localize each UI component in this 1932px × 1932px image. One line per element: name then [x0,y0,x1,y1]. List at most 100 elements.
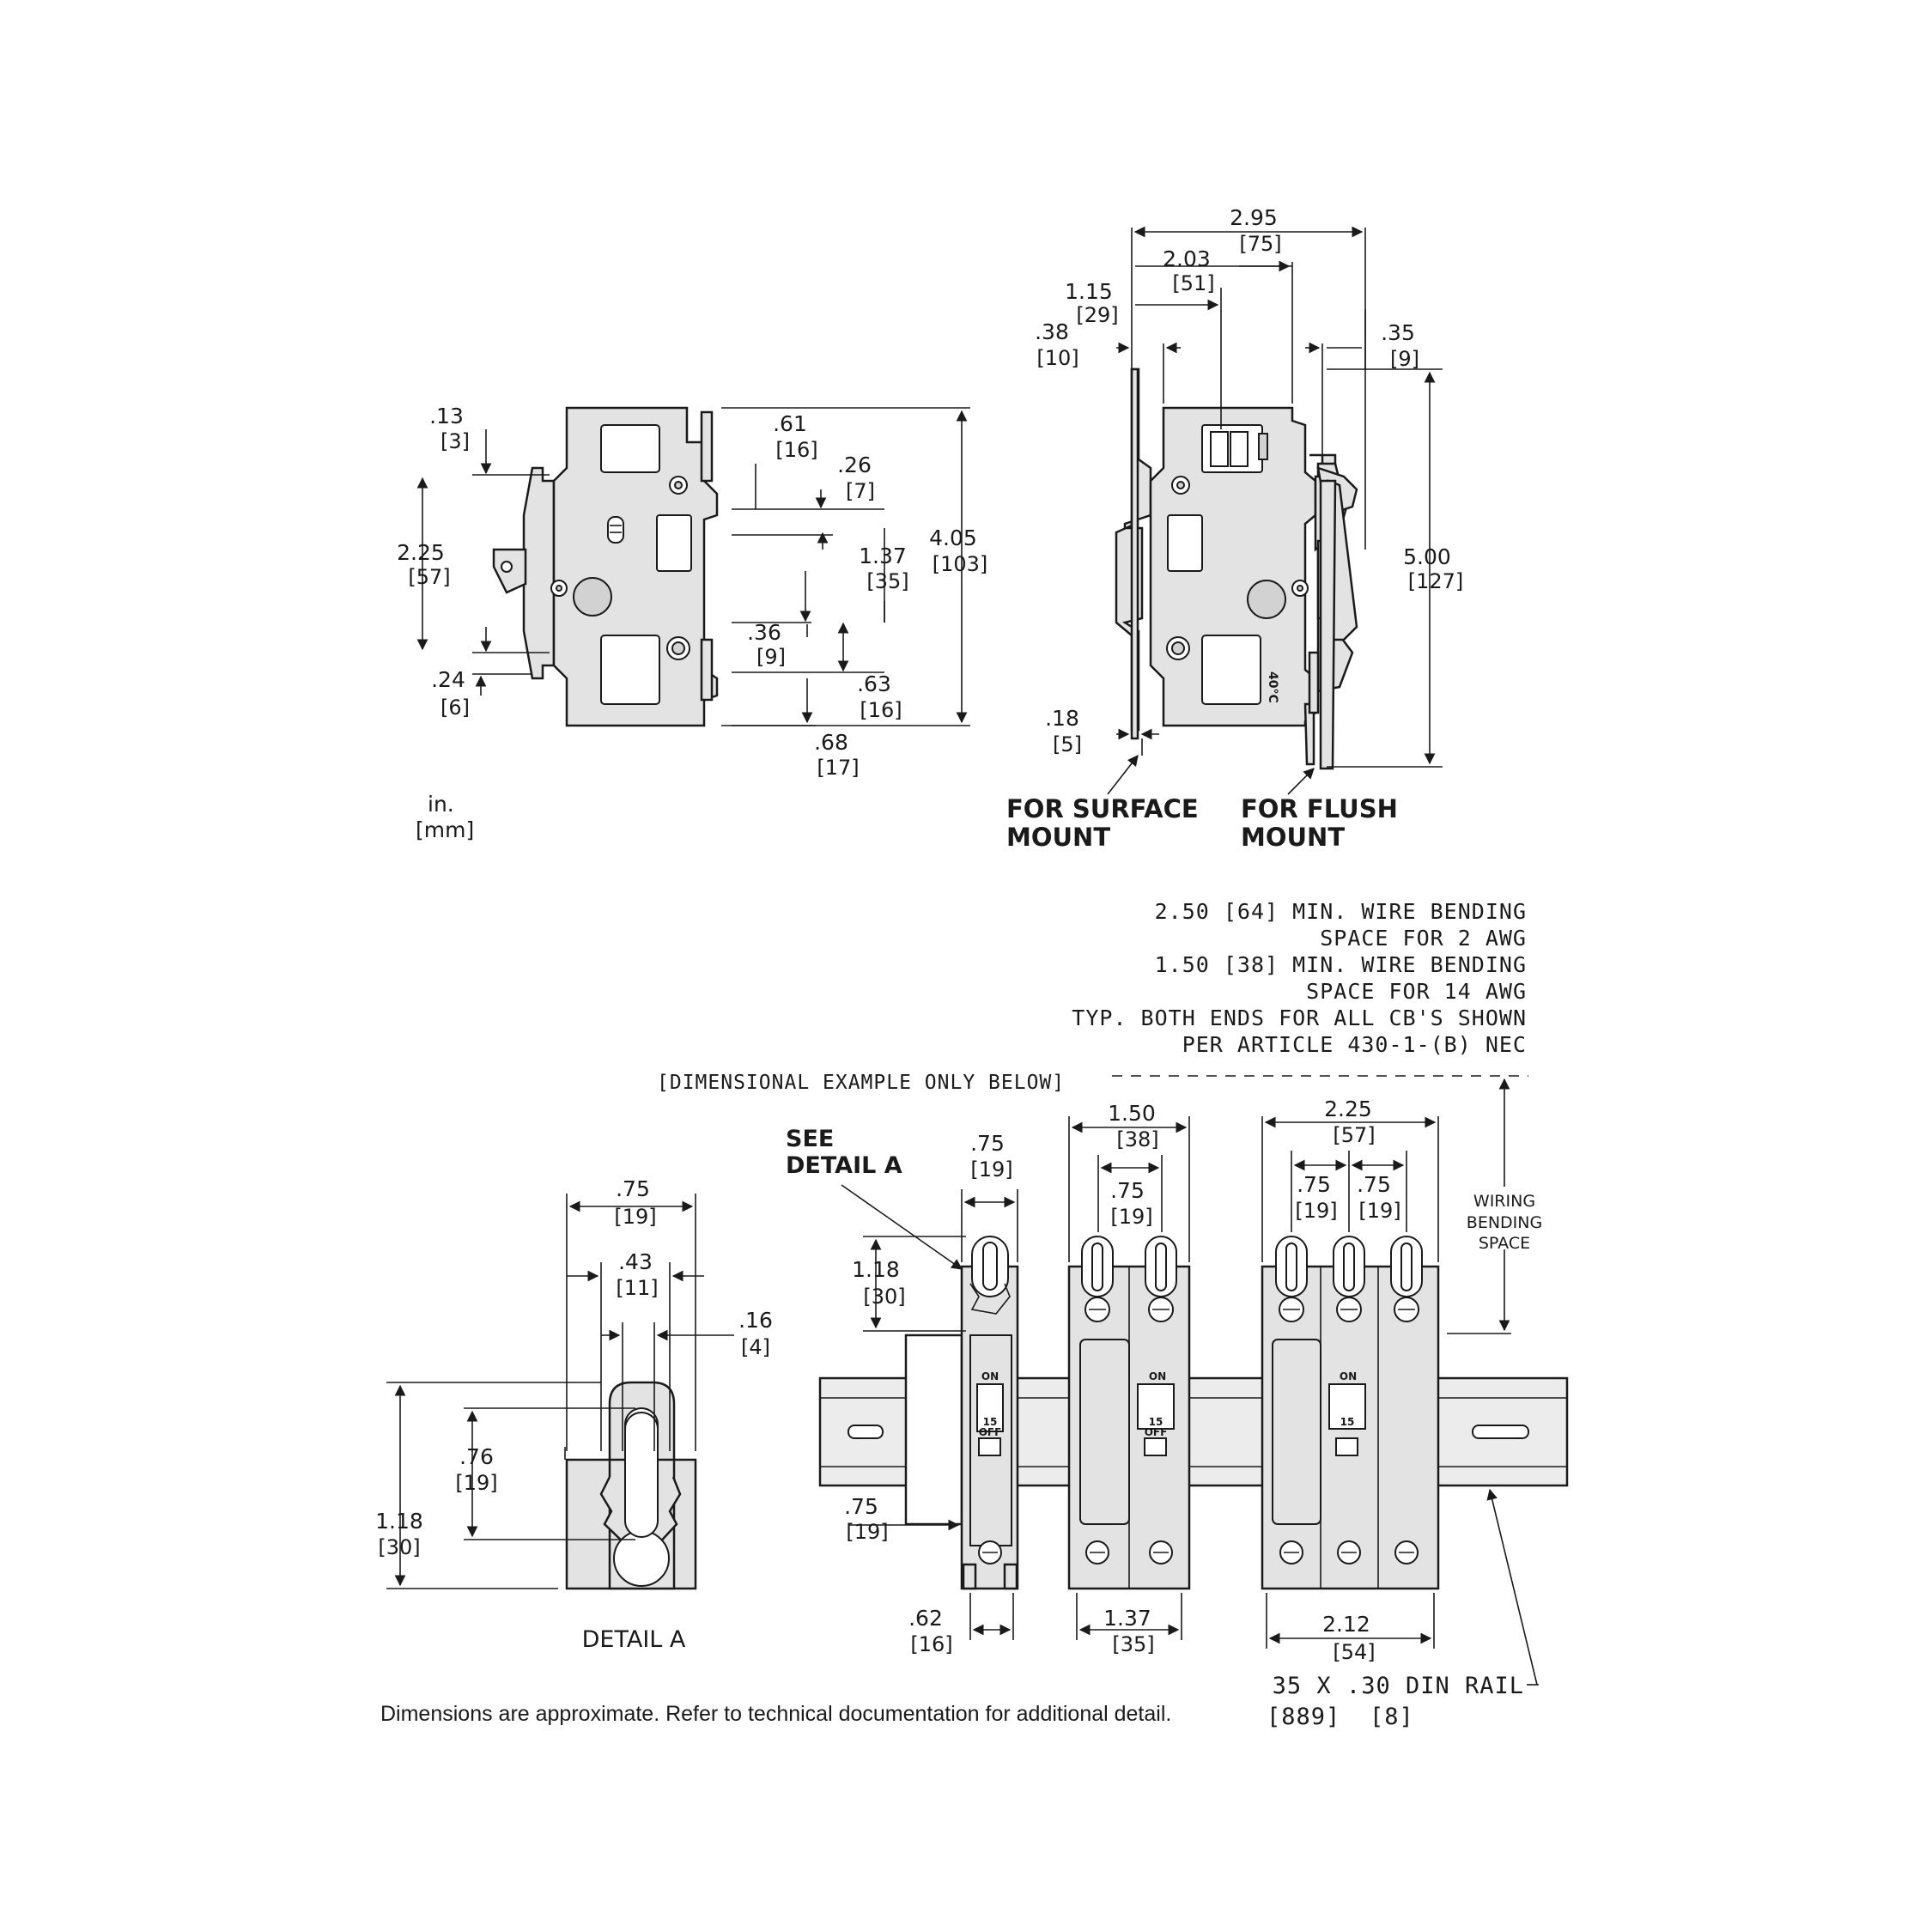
top-left-breaker-view: .13 [3] 2.25 [57] .24 [6] .61 [16] .26 [… [397,404,987,842]
dim-label-500-mm: [127] [1408,569,1464,593]
breaker-dim-075-b: .75 [844,1494,878,1519]
breaker-dim-075-a-mm: [19] [970,1157,1012,1182]
breaker-dim-225-mm: [57] [1333,1123,1375,1147]
dim-label-024: .24 [431,667,465,692]
breaker-dim-075-c: .75 [1110,1178,1145,1203]
breaker-dim-150: 1.50 [1108,1101,1156,1126]
dim-label-013-mm: [3] [440,429,470,453]
unit-mm-label: [mm] [416,817,474,842]
breaker1-rating: 15 [983,1416,998,1428]
breaker1-off-label: OFF [979,1426,1002,1438]
breaker-dim-075-d: .75 [1297,1172,1331,1197]
dim-label-203: 2.03 [1163,246,1211,271]
unit-inch-label: in. [428,792,454,817]
breaker2-rating: 15 [1149,1416,1163,1428]
breaker-dim-150-mm: [38] [1116,1127,1158,1151]
breaker3-rating: 15 [1340,1416,1355,1428]
dim-label-203-mm: [51] [1172,271,1214,295]
breaker-dim-075-b-mm: [19] [846,1520,888,1544]
wire-note-line5: TYP. BOTH ENDS FOR ALL CB'S SHOWN [1072,1005,1527,1030]
footer-disclaimer: Dimensions are approximate. Refer to tec… [380,1702,1171,1726]
see-detail-line1: SEE [786,1126,834,1152]
dim-label-038-mm: [10] [1036,346,1078,370]
detail-dim-043-mm: [11] [616,1276,658,1300]
flush-mount-label-line1: FOR FLUSH [1241,794,1398,823]
detail-a-title: DETAIL A [582,1626,686,1653]
din-rail-mm-889: [889] [1267,1704,1340,1730]
breaker-dim-212-mm: [54] [1333,1640,1375,1664]
breaker-dim-075-d-mm: [19] [1295,1199,1337,1223]
wire-note-line1: 2.50 [64] MIN. WIRE BENDING [1155,899,1527,924]
din-rail-mm-8: [8] [1370,1704,1414,1730]
dim-label-061-mm: [16] [775,438,817,462]
detail-dim-118-mm: [30] [378,1535,420,1559]
detail-dim-043: .43 [618,1249,653,1274]
wire-bending-notes: 2.50 [64] MIN. WIRE BENDING SPACE FOR 2 … [657,899,1528,1094]
breaker-dim-062: .62 [908,1606,943,1631]
three-pole-breaker: ON 15 [1261,1236,1440,1590]
detail-a-view: .75 [19] .43 [11] .16 [4] .76 [19] 1.18 … [375,1176,773,1653]
flush-mount-label-line2: MOUNT [1241,823,1345,852]
breaker2-on-label: ON [1149,1370,1166,1382]
dim-label-115: 1.15 [1065,279,1113,304]
breaker2-off-label: OFF [1145,1426,1168,1438]
breaker-dim-118-mm: [30] [863,1285,905,1309]
breaker-dim-212: 2.12 [1322,1612,1370,1637]
temperature-label: 40°C [1266,671,1279,703]
breaker-dim-075-e-mm: [19] [1358,1199,1400,1223]
detail-dim-016-mm: [4] [741,1335,770,1359]
dim-label-137: 1.37 [859,544,907,568]
din-rail-assembly: ON 15 OFF ON 15 OFF [786,1078,1569,1730]
breaker-dim-137-mm: [35] [1112,1632,1154,1656]
wire-note-line2: SPACE FOR 2 AWG [1320,926,1527,951]
breaker-dim-137: 1.37 [1103,1606,1151,1631]
breaker-dim-075-c-mm: [19] [1110,1205,1152,1229]
dim-label-063-mm: [16] [860,698,902,722]
wire-note-line3: 1.50 [38] MIN. WIRE BENDING [1155,952,1527,977]
detail-dim-075: .75 [616,1176,650,1201]
dim-label-038: .38 [1035,319,1069,344]
dim-label-026-mm: [7] [846,479,875,503]
dim-label-115-mm: [29] [1076,303,1118,327]
dim-label-018: .18 [1045,706,1079,731]
dim-label-024-mm: [6] [440,696,470,720]
dim-label-225-mm: [57] [408,565,450,589]
dim-label-013: .13 [429,404,464,428]
dim-label-068-mm: [17] [817,756,859,780]
wire-note-line6: PER ARTICLE 430-1-(B) NEC [1182,1032,1527,1057]
dim-label-500: 5.00 [1403,544,1451,569]
wiring-bending-label-line2: BENDING [1467,1213,1542,1232]
dim-label-036-mm: [9] [756,645,786,669]
dim-label-036: .36 [747,620,781,645]
dim-label-035: .35 [1381,320,1415,345]
dim-label-225: 2.25 [397,540,445,565]
single-pole-breaker: ON 15 OFF [960,1236,1019,1590]
breaker-dim-118: 1.18 [852,1257,900,1282]
detail-dim-076: .76 [459,1444,494,1469]
detail-dim-075-mm: [19] [614,1205,656,1229]
see-detail-line2: DETAIL A [786,1152,902,1179]
two-pole-breaker: ON 15 OFF [1067,1236,1191,1590]
dim-label-068: .68 [814,730,848,755]
dim-label-137-mm: [35] [866,569,908,593]
breaker-dim-075-a: .75 [970,1131,1005,1156]
surface-mount-label-line2: MOUNT [1006,823,1110,852]
dim-label-295: 2.95 [1230,205,1278,230]
detail-dim-076-mm: [19] [455,1471,497,1495]
wire-note-line4: SPACE FOR 14 AWG [1306,979,1527,1004]
dim-label-026: .26 [837,453,872,477]
breaker-dim-075-e: .75 [1357,1172,1391,1197]
dim-label-035-mm: [9] [1390,347,1419,371]
breaker1-on-label: ON [981,1370,999,1382]
dim-label-405: 4.05 [929,526,977,550]
surface-mount-label-line1: FOR SURFACE [1006,794,1199,823]
detail-dim-118: 1.18 [375,1509,423,1534]
din-rail-label: 35 X .30 DIN RAIL [1273,1673,1524,1699]
dim-label-405-mm: [103] [933,552,988,576]
wiring-bending-label-line3: SPACE [1479,1234,1530,1253]
dim-label-295-mm: [75] [1239,232,1281,256]
breaker3-on-label: ON [1340,1370,1357,1382]
dim-label-018-mm: [5] [1053,732,1082,756]
breaker-dim-225: 2.25 [1324,1097,1372,1121]
